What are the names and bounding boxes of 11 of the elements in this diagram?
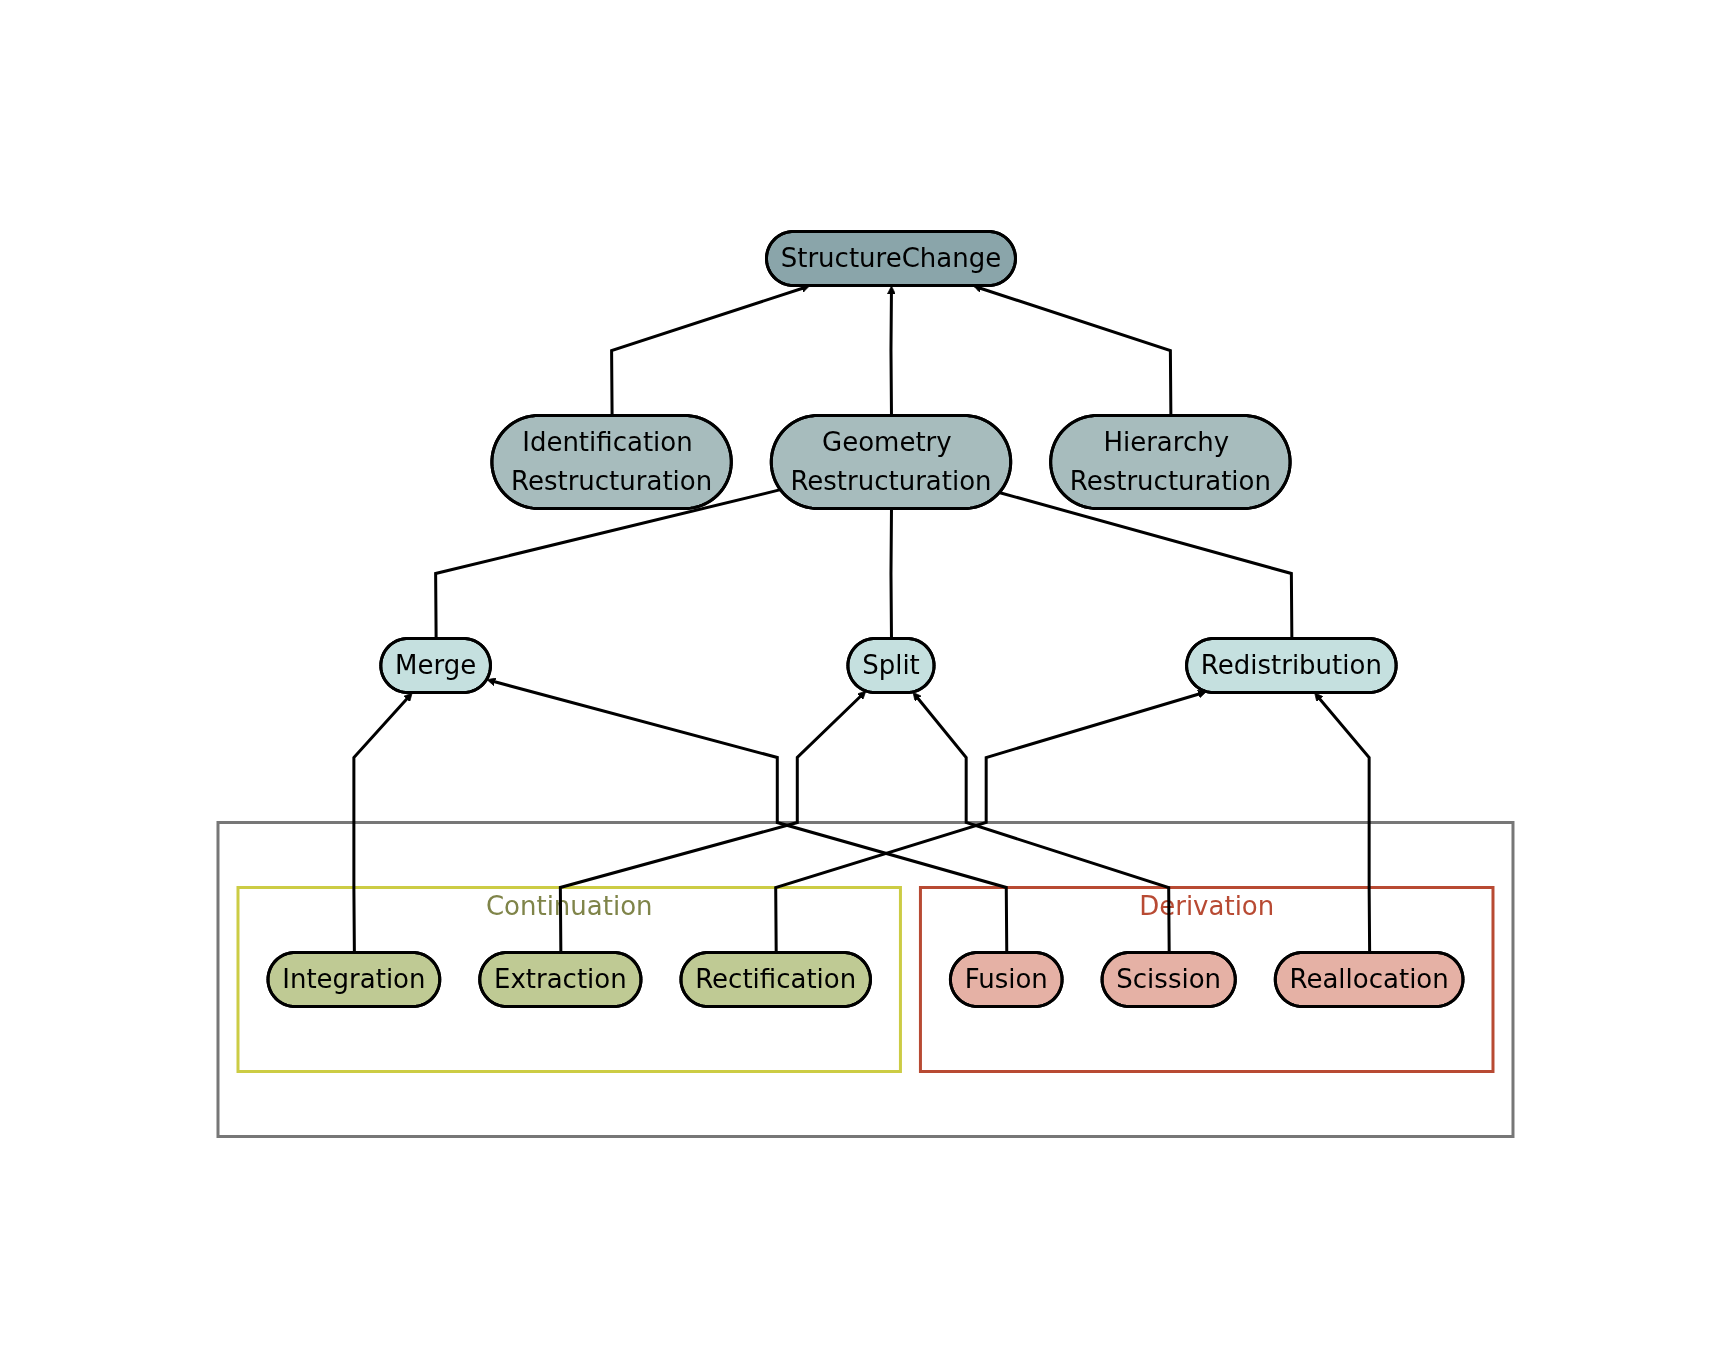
connector: [889, 508, 893, 639]
arrow: [1313, 692, 1371, 953]
connector: [433, 487, 781, 639]
arrow: [351, 692, 413, 953]
cluster: [216, 820, 1514, 1138]
arrow: [886, 285, 896, 416]
connector: [999, 490, 1293, 639]
arrow: [486, 677, 1008, 953]
arrow: [912, 691, 1171, 953]
arrow: [773, 689, 1207, 953]
arrow: [558, 690, 866, 953]
